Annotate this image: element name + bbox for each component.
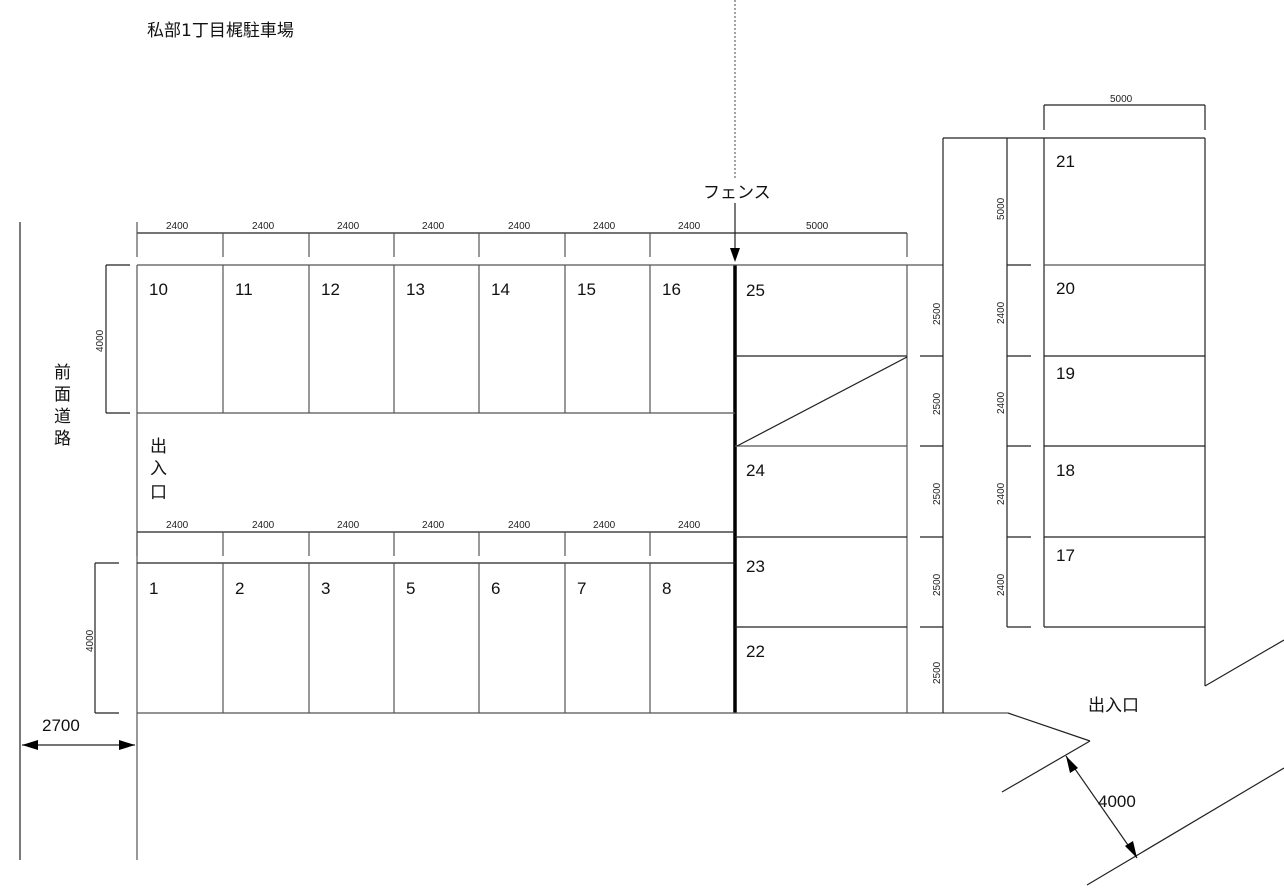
space-8: 8: [662, 579, 671, 598]
top-row-space-numbers: 10 11 12 13 14 15 16: [149, 280, 681, 299]
page-title: 私部1丁目梶駐車場: [147, 21, 294, 41]
space-22: 22: [746, 642, 765, 661]
space-5: 5: [406, 579, 415, 598]
road-setback-dimension: 2700: [22, 716, 135, 750]
space-6: 6: [491, 579, 500, 598]
space-3: 3: [321, 579, 330, 598]
middle-column-spaces: [735, 265, 908, 713]
svg-text:前: 前: [54, 363, 71, 383]
svg-text:4000: 4000: [95, 329, 106, 352]
svg-text:2400: 2400: [593, 221, 616, 232]
space-15: 15: [577, 280, 596, 299]
bottom-row-space-numbers: 1 2 3 5 6 7 8: [149, 579, 671, 598]
space-7: 7: [577, 579, 586, 598]
bottom-dimension-chain: 2400 2400 2400 2400 2400 2400 2400: [136, 520, 735, 556]
space-17: 17: [1056, 546, 1075, 565]
space-12: 12: [321, 280, 340, 299]
svg-text:2400: 2400: [996, 482, 1007, 505]
no-parking-diagonal: [736, 356, 908, 447]
svg-text:2400: 2400: [166, 221, 189, 232]
space-24: 24: [746, 461, 765, 480]
bottom-depth-dimension: 4000: [85, 562, 119, 714]
svg-text:2400: 2400: [252, 221, 275, 232]
svg-text:2700: 2700: [42, 716, 80, 735]
space-11: 11: [235, 280, 253, 299]
top-row-spaces: [136, 264, 943, 414]
right-area-outline: [943, 137, 1284, 886]
right-width-dimension: 5000: [1043, 94, 1206, 130]
svg-text:2400: 2400: [166, 520, 189, 531]
svg-text:5000: 5000: [996, 197, 1007, 220]
space-23: 23: [746, 557, 765, 576]
svg-text:2400: 2400: [996, 301, 1007, 324]
space-16: 16: [662, 280, 681, 299]
svg-text:2400: 2400: [996, 391, 1007, 414]
svg-text:5000: 5000: [1110, 94, 1133, 105]
entrance-label-right: 出入口: [1088, 696, 1139, 716]
space-25: 25: [746, 281, 765, 300]
svg-text:2400: 2400: [337, 520, 360, 531]
svg-text:口: 口: [150, 483, 167, 503]
top-dimension-chain: 2400 2400 2400 2400 2400 2400 2400 5000: [136, 221, 908, 257]
svg-text:2500: 2500: [932, 661, 943, 684]
top-depth-dimension: 4000: [95, 264, 130, 414]
svg-text:2400: 2400: [252, 520, 275, 531]
fence-arrow-icon: [730, 248, 740, 262]
arrow-left-icon: [22, 740, 38, 750]
svg-text:2400: 2400: [508, 520, 531, 531]
svg-text:面: 面: [54, 385, 71, 405]
space-14: 14: [491, 280, 510, 299]
svg-text:2400: 2400: [422, 221, 445, 232]
svg-text:4000: 4000: [1098, 792, 1136, 811]
space-18: 18: [1056, 461, 1075, 480]
space-21: 21: [1056, 152, 1075, 171]
svg-text:2400: 2400: [422, 520, 445, 531]
entrance-width-dimension: 4000: [1065, 755, 1138, 859]
svg-text:2500: 2500: [932, 482, 943, 505]
svg-text:4000: 4000: [85, 629, 96, 652]
svg-text:出: 出: [150, 437, 167, 457]
right-column-spaces: [1043, 138, 1205, 628]
svg-text:2400: 2400: [508, 221, 531, 232]
arrow-right-icon: [119, 740, 135, 750]
svg-text:2400: 2400: [678, 221, 701, 232]
right-height-dimensions: 5000 2400 2400 2400 2400: [996, 138, 1031, 628]
fence-label: フェンス: [703, 183, 771, 203]
arrow-up-icon: [1066, 756, 1078, 773]
space-2: 2: [235, 579, 244, 598]
space-13: 13: [406, 280, 425, 299]
space-19: 19: [1056, 364, 1075, 383]
entrance-label-left: 出 入 口: [150, 437, 167, 503]
space-20: 20: [1056, 279, 1075, 298]
arrow-down-icon: [1125, 841, 1137, 858]
svg-text:2400: 2400: [678, 520, 701, 531]
svg-text:2500: 2500: [932, 573, 943, 596]
middle-column-space-numbers: 25 24 23 22: [746, 281, 765, 661]
svg-text:5000: 5000: [806, 221, 829, 232]
bottom-row-spaces: [137, 562, 1008, 714]
svg-text:入: 入: [150, 459, 167, 479]
road-label: 前 面 道 路: [54, 363, 71, 449]
space-10: 10: [149, 280, 168, 299]
svg-text:路: 路: [54, 429, 71, 449]
svg-text:2400: 2400: [337, 221, 360, 232]
right-column-space-numbers: 21 20 19 18 17: [1056, 152, 1075, 565]
svg-text:2400: 2400: [593, 520, 616, 531]
middle-height-dimensions: 2500 2500 2500 2500 2500: [920, 138, 944, 713]
svg-text:2500: 2500: [932, 392, 943, 415]
svg-text:2500: 2500: [932, 302, 943, 325]
space-1: 1: [149, 579, 158, 598]
svg-text:道: 道: [54, 407, 71, 427]
svg-text:2400: 2400: [996, 573, 1007, 596]
